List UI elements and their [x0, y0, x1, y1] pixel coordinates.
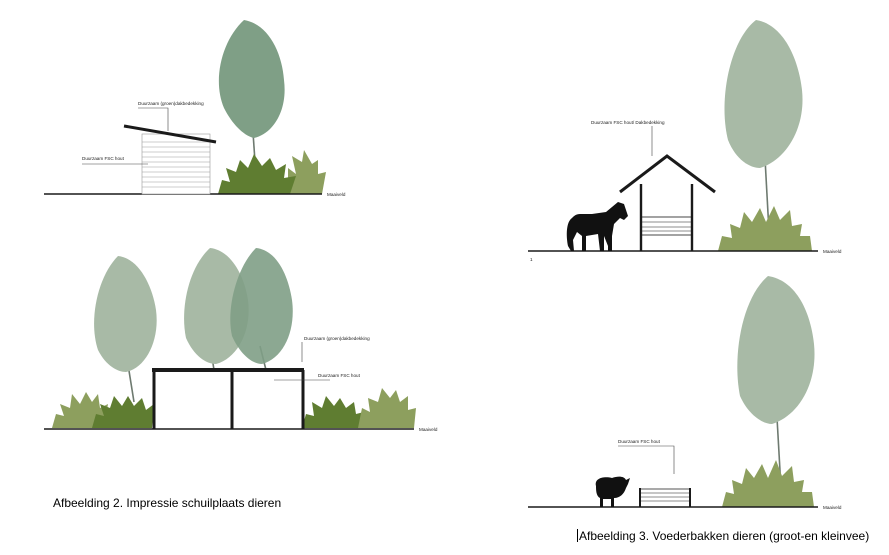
shrub-dark	[718, 206, 812, 251]
figure-caption-left: Afbeelding 2. Impressie schuilplaats die…	[53, 496, 282, 510]
horse-silhouette	[566, 202, 628, 251]
tree-crown	[218, 20, 285, 138]
panel-shelter-shed: Maaiveld Duurzaam (groen)dakbedekking Du…	[44, 20, 346, 197]
shrub-dark	[722, 460, 814, 507]
callout-roof-line	[138, 107, 169, 131]
ground-label: Maaiveld	[419, 427, 438, 432]
callout-roof-label: Duurzaam (groen)dakbedekking	[304, 336, 370, 341]
sheep-silhouette	[595, 476, 630, 507]
panel-shelter-open: Maaiveld Duurzaam (groen)dakbedekking Du…	[44, 248, 438, 432]
callout-wood-label: Duurzaam FSC hout	[82, 156, 125, 161]
tree-crown	[230, 248, 293, 364]
callout-wood-label: Duurzaam FSC hout	[318, 373, 361, 378]
tree-crown	[94, 256, 157, 372]
feeder-structure	[619, 154, 716, 251]
shrub-light	[288, 150, 326, 194]
shrub-dark	[92, 396, 154, 428]
shrub-dark	[218, 154, 296, 194]
shrub-light	[52, 392, 108, 428]
ground-label: Maaiveld	[823, 249, 842, 254]
ground-label: Maaiveld	[823, 505, 842, 510]
figure-caption-right: Afbeelding 3. Voederbakken dieren (groot…	[577, 529, 869, 543]
tree-crown	[737, 276, 815, 424]
figure-marker: 1	[530, 257, 533, 262]
shed-roof	[123, 124, 217, 144]
callout-line	[618, 445, 675, 474]
panel-feeder-small: Maaiveld Duurzaam FSC hout	[528, 276, 842, 510]
callout-roof-label: Duurzaam (groen)dakbedekking	[138, 101, 204, 106]
ground-label: Maaiveld	[327, 192, 346, 197]
shrub-dark	[302, 396, 364, 428]
feeder-structure	[639, 488, 691, 507]
shed-body	[141, 133, 211, 195]
shrub-light	[358, 388, 416, 428]
figure-caption-right-text: Afbeelding 3. Voederbakken dieren (groot…	[579, 529, 870, 543]
shelter-frame	[152, 368, 305, 429]
callout-label: Duurzaam FSC hout	[618, 439, 661, 444]
callout-label: Duurzaam FSC hout/ Dakbedekking	[591, 120, 665, 125]
tree-crown	[724, 20, 803, 168]
text-cursor	[577, 529, 578, 542]
panel-feeder-large: Maaiveld 1 Duurzaam FSC hout/ Dakbedekki…	[528, 20, 842, 262]
